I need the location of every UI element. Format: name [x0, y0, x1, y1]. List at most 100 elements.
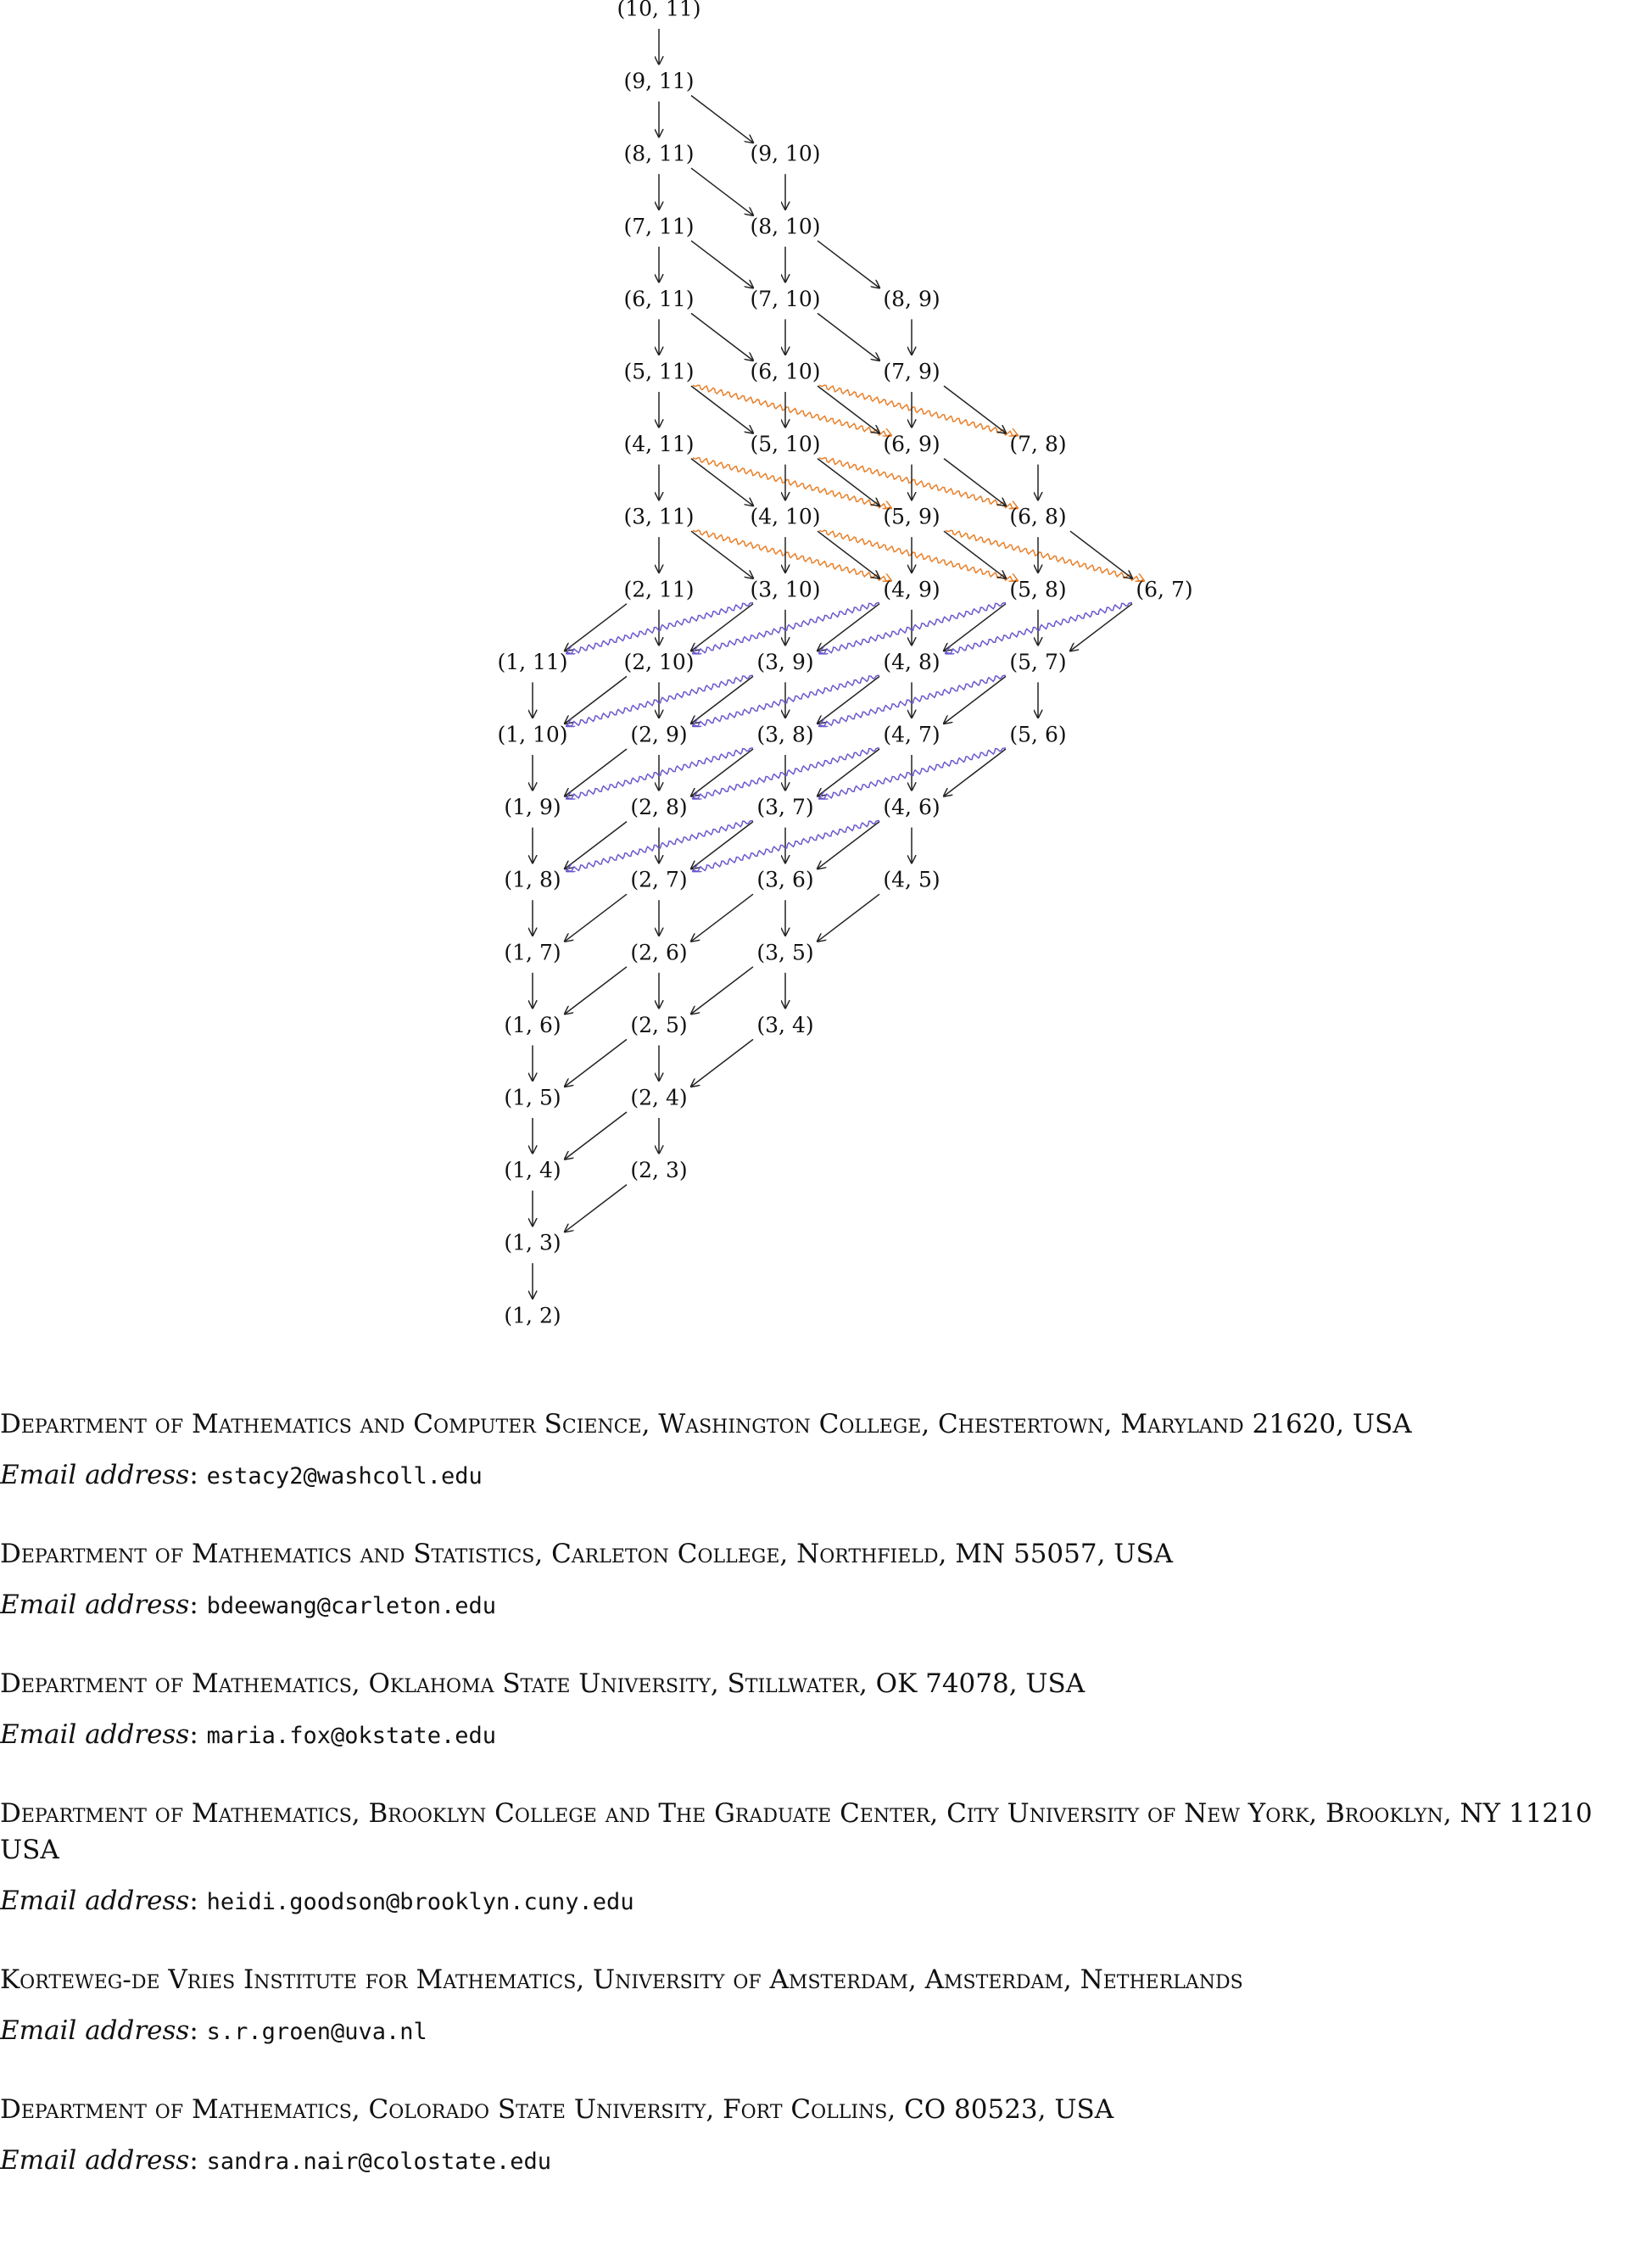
poset-node: (5, 11): [623, 360, 694, 384]
cover-arrow-diagonal: [690, 458, 753, 506]
poset-node: (4, 6): [883, 795, 940, 819]
poset-node: (2, 9): [630, 723, 687, 747]
poset-node: (1, 3): [504, 1231, 561, 1255]
poset-node: (9, 11): [623, 69, 694, 93]
cover-arrow-diagonal: [565, 748, 628, 796]
poset-node: (4, 10): [750, 505, 820, 529]
email-line: Email address: maria.fox@okstate.edu: [0, 1719, 497, 1750]
cover-arrow-diagonal: [817, 312, 879, 360]
author-addresses: Department of Mathematics and Computer S…: [0, 1406, 1652, 2221]
cover-arrow-diagonal: [818, 603, 880, 651]
email-line: Email address: bdeewang@carleton.edu: [0, 1590, 497, 1620]
cover-arrow-diagonal: [565, 1111, 628, 1160]
poset-node: (2, 11): [623, 577, 694, 601]
cover-arrow-diagonal: [817, 385, 879, 433]
cover-arrow-diagonal: [943, 530, 1006, 578]
email-line: Email address: estacy2@washcoll.edu: [0, 1460, 483, 1490]
address-entry: Korteweg-de Vries Institute for Mathemat…: [0, 1962, 1652, 2049]
address-entry: Department of Mathematics, Oklahoma Stat…: [0, 1666, 1652, 1753]
wavy-arrow-purple: [693, 747, 879, 799]
cover-arrow-diagonal: [691, 966, 754, 1014]
wavy-arrow-orange: [692, 456, 891, 509]
wavy-arrow-orange: [818, 529, 1018, 581]
affiliation: Department of Mathematics, Colorado Stat…: [0, 2094, 1114, 2125]
poset-node: (4, 11): [623, 432, 694, 456]
email-address[interactable]: sandra.nair@colostate.edu: [206, 2149, 552, 2175]
cover-arrow-diagonal: [690, 385, 753, 433]
poset-node: (1, 10): [497, 723, 567, 747]
poset-node: (2, 10): [623, 650, 694, 674]
poset-node: (1, 7): [504, 940, 561, 964]
poset-node: (5, 6): [1009, 723, 1066, 747]
cover-arrow-diagonal: [690, 312, 753, 360]
poset-node: (1, 4): [504, 1158, 561, 1182]
wavy-arrow-purple: [819, 602, 1006, 654]
wavy-arrow-purple: [693, 602, 879, 654]
poset-node: (5, 7): [1009, 650, 1066, 674]
poset-node: (1, 8): [504, 868, 561, 892]
diagram-nodes: (10, 11)(9, 11)(8, 11)(9, 10)(7, 11)(8, …: [497, 0, 1192, 1327]
cover-arrow-diagonal: [565, 966, 628, 1014]
wavy-arrow-purple: [566, 674, 753, 726]
email-line: Email address: sandra.nair@colostate.edu: [0, 2145, 552, 2176]
email-line: Email address: heidi.goodson@brooklyn.cu…: [0, 1886, 634, 1916]
cover-arrow-diagonal: [817, 458, 879, 506]
poset-node: (1, 9): [504, 795, 561, 819]
cover-arrow-diagonal: [1070, 603, 1133, 651]
poset-node: (1, 11): [497, 650, 567, 674]
affiliation: Department of Mathematics, Oklahoma Stat…: [0, 1668, 1086, 1699]
cover-arrow-diagonal: [818, 675, 880, 724]
poset-node: (5, 8): [1009, 577, 1066, 601]
cover-arrow-diagonal: [690, 240, 753, 288]
wavy-arrow-orange: [692, 384, 891, 436]
cover-arrow-diagonal: [944, 603, 1007, 651]
poset-node: (2, 7): [630, 868, 687, 892]
poset-node: (3, 5): [756, 940, 813, 964]
poset-node: (6, 11): [623, 287, 694, 311]
poset-node: (5, 9): [883, 505, 940, 529]
affiliation: Department of Mathematics and Statistics…: [0, 1539, 1174, 1569]
poset-node: (10, 11): [617, 0, 700, 21]
cover-arrow-diagonal: [818, 893, 880, 942]
email-address[interactable]: s.r.groen@uva.nl: [206, 2019, 427, 2045]
poset-node: (3, 8): [756, 723, 813, 747]
poset-node: (2, 3): [630, 1158, 687, 1182]
poset-node: (3, 11): [623, 505, 694, 529]
cover-arrow-diagonal: [565, 603, 628, 651]
poset-node: (8, 11): [623, 142, 694, 166]
poset-node: (4, 5): [883, 868, 940, 892]
poset-node: (3, 6): [756, 868, 813, 892]
email-address[interactable]: heidi.goodson@brooklyn.cuny.edu: [206, 1889, 634, 1915]
email-label: Email address: [0, 2015, 190, 2046]
affiliation: Department of Mathematics, Brooklyn Coll…: [0, 1798, 1593, 1865]
cover-arrow-diagonal: [817, 530, 879, 578]
email-label: Email address: [0, 1719, 190, 1750]
poset-node: (3, 4): [756, 1013, 813, 1037]
poset-node: (6, 10): [750, 360, 820, 384]
cover-arrow-diagonal: [691, 748, 754, 796]
cover-arrow-diagonal: [690, 95, 753, 143]
cover-arrow-diagonal: [1069, 530, 1132, 578]
cover-arrow-diagonal: [690, 167, 753, 215]
poset-node: (2, 5): [630, 1013, 687, 1037]
poset-node: (3, 9): [756, 650, 813, 674]
cover-arrow-diagonal: [818, 748, 880, 796]
email-address[interactable]: maria.fox@okstate.edu: [206, 1723, 497, 1749]
wavy-arrow-orange: [945, 529, 1144, 581]
wavy-arrow-purple: [566, 602, 753, 654]
email-address[interactable]: bdeewang@carleton.edu: [206, 1593, 497, 1619]
poset-node: (8, 10): [750, 214, 820, 238]
wavy-arrow-purple: [566, 819, 753, 872]
wavy-arrow-purple: [566, 747, 753, 799]
poset-node: (9, 10): [750, 142, 820, 166]
cover-arrow-diagonal: [565, 1038, 628, 1087]
cover-arrow-diagonal: [818, 821, 880, 869]
poset-node: (1, 2): [504, 1303, 561, 1327]
poset-node: (3, 7): [756, 795, 813, 819]
diagram-edges: [533, 29, 1144, 1299]
cover-arrow-diagonal: [944, 675, 1007, 724]
cover-arrow-diagonal: [943, 458, 1006, 506]
poset-node: (6, 9): [883, 432, 940, 456]
poset-diagram: (10, 11)(9, 11)(8, 11)(9, 10)(7, 11)(8, …: [497, 0, 1192, 1327]
email-address[interactable]: estacy2@washcoll.edu: [206, 1463, 483, 1489]
